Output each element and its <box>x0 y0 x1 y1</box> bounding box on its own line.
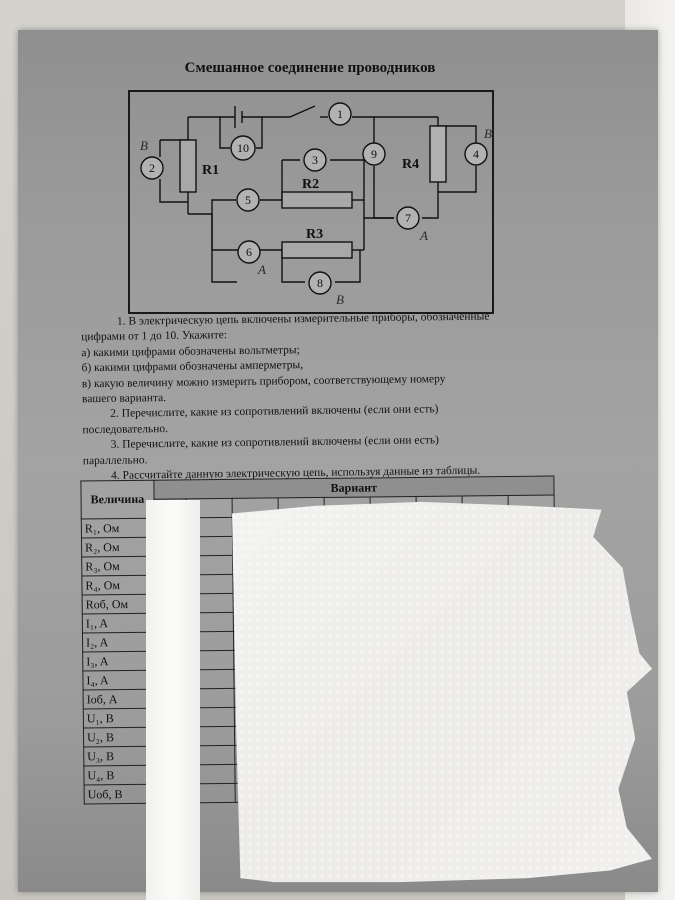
napkin-covering <box>232 501 652 883</box>
circuit-schematic: 1 2 3 4 5 6 7 8 9 10 R1 R2 R3 R4 В В В А… <box>140 102 492 307</box>
quantity-name: I₂, A <box>82 632 156 652</box>
resistor-r1 <box>179 139 197 193</box>
r3-label: R3 <box>306 227 323 242</box>
meter-6 <box>237 240 261 264</box>
meter-2-label: 2 <box>149 161 155 175</box>
quantity-name: R₄, Ом <box>81 575 155 595</box>
resistor-r2 <box>281 191 353 209</box>
switch <box>289 105 316 118</box>
circuit-diagram: 1 2 3 4 5 6 7 8 9 10 R1 R2 R3 R4 В В В А… <box>128 90 494 314</box>
meter-10-label: 10 <box>237 141 249 155</box>
meter-8-label: 8 <box>317 276 323 290</box>
meter-3 <box>303 148 327 172</box>
quantity-name: R₃, Ом <box>81 556 155 576</box>
r2-label: R2 <box>302 177 319 192</box>
handwritten-a-mark-7: А <box>419 228 428 243</box>
task-instructions: 1. В электрическую цепь включены измерит… <box>81 309 543 485</box>
quantity-name: Rоб, Ом <box>82 594 155 614</box>
quantity-name: R₁, Ом <box>81 518 155 538</box>
meter-9-label: 9 <box>371 147 377 161</box>
quantity-name: Iоб, A <box>83 689 156 709</box>
quantity-name: I₁, A <box>82 613 156 633</box>
column-header-quantity: Величина <box>80 480 154 519</box>
handwritten-v-mark-4: В <box>484 126 492 141</box>
meter-10 <box>230 135 256 161</box>
meter-9 <box>362 142 386 166</box>
quantity-name: R₂, Ом <box>81 537 155 557</box>
meter-7 <box>396 206 420 230</box>
meter-6-label: 6 <box>246 245 252 259</box>
r1-label: R1 <box>202 163 219 178</box>
quantity-name: I₃, A <box>82 651 156 671</box>
worksheet-title: Смешанное соединение проводников <box>184 60 436 76</box>
resistor-r4 <box>429 125 447 183</box>
meter-4 <box>464 142 488 166</box>
resistor-r3 <box>281 241 353 259</box>
meter-8 <box>308 271 332 295</box>
r4-label: R4 <box>402 157 419 172</box>
paper-strip-covering <box>146 500 200 900</box>
meter-2 <box>140 156 164 180</box>
handwritten-a-mark-6: А <box>257 262 266 277</box>
meter-1-label: 1 <box>337 107 343 121</box>
quantity-name: I₄, A <box>82 670 156 690</box>
meter-7-label: 7 <box>405 211 411 225</box>
meter-4-label: 4 <box>473 147 479 161</box>
handwritten-v-mark-8: В <box>336 292 344 307</box>
meter-5-label: 5 <box>245 193 251 207</box>
meter-1 <box>328 102 352 126</box>
meter-3-label: 3 <box>312 153 318 167</box>
meter-5 <box>236 188 260 212</box>
handwritten-v-mark-2: В <box>140 138 148 153</box>
